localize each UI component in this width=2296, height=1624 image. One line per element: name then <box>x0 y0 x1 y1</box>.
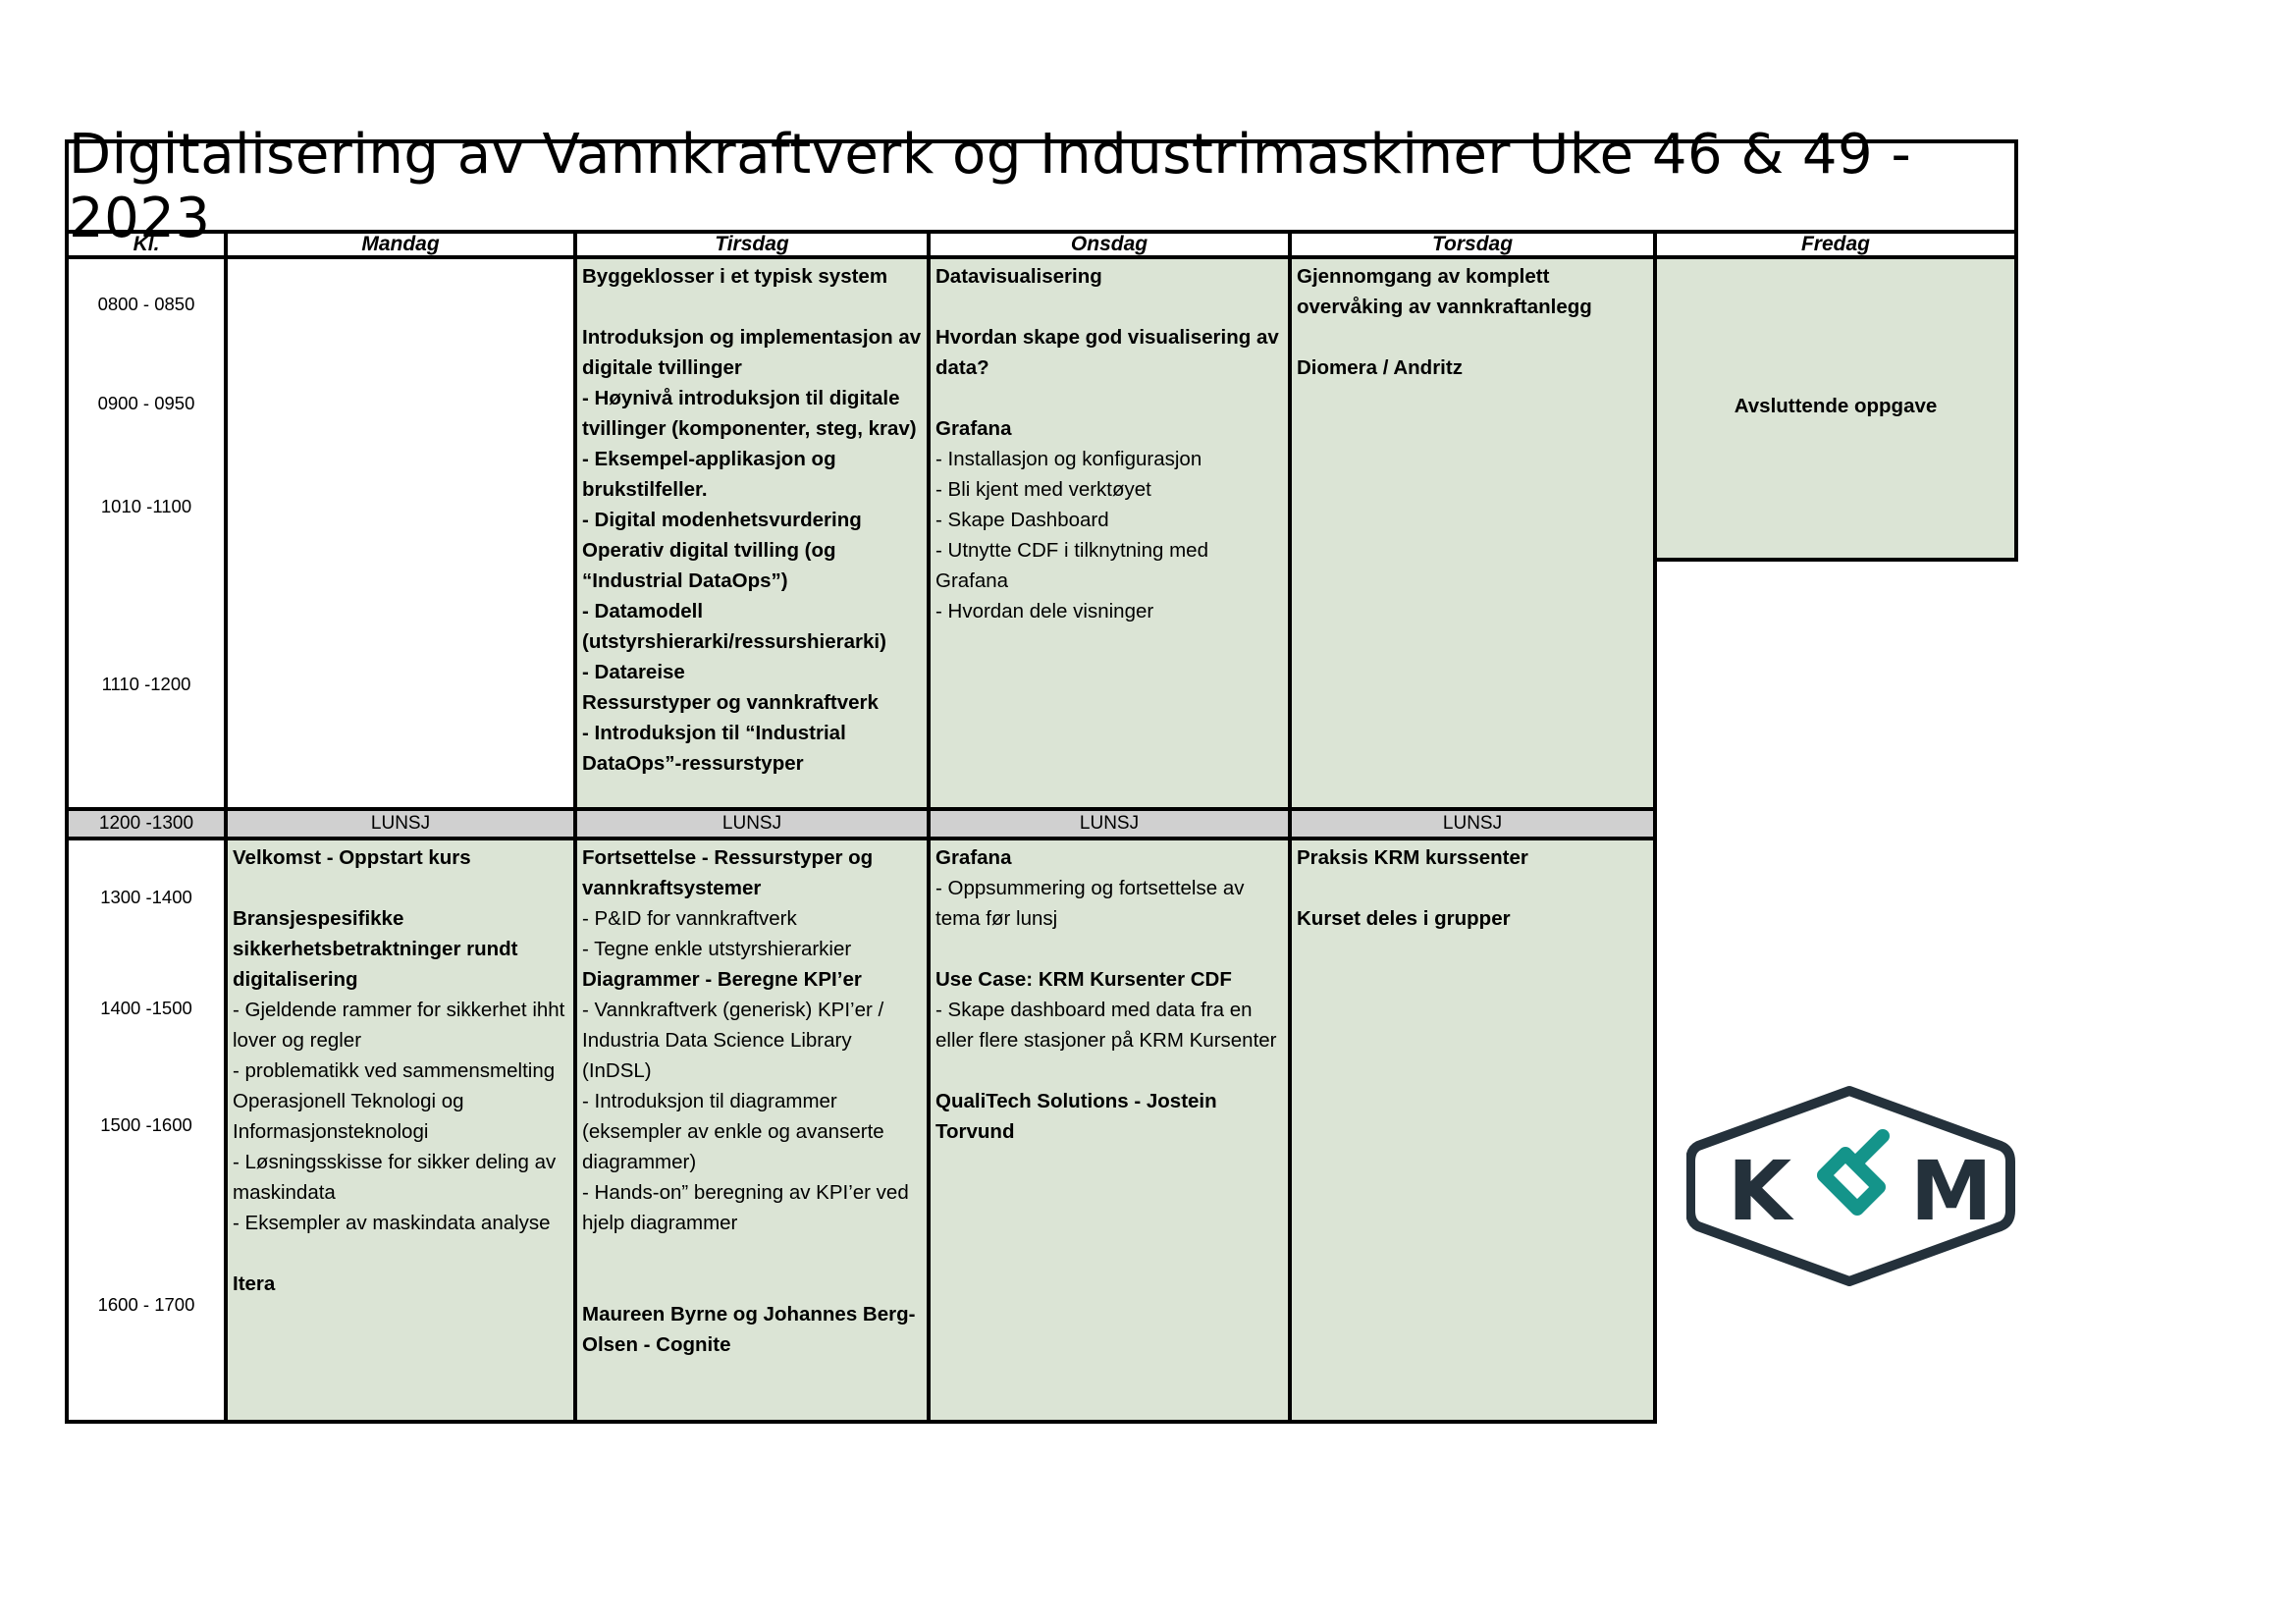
cell-line: Kurset deles i grupper <box>1297 907 1511 930</box>
time-slot: 1300 -1400 <box>100 887 192 907</box>
cell-line <box>935 383 1284 413</box>
cell-line: - Oppsummering og fortsettelse av tema f… <box>935 877 1245 930</box>
cell-line: - Eksempler av maskindata analyse <box>233 1212 551 1234</box>
cell-line: Hvordan skape god visualisering av data? <box>935 326 1279 379</box>
cell-line: - Skape dashboard med data fra en eller … <box>935 999 1277 1052</box>
cell-line: - Eksempel-applikasjon og brukstilfeller… <box>582 448 836 501</box>
cell-line <box>582 1238 923 1269</box>
cell-line: Byggeklosser i et typisk system <box>582 265 888 288</box>
tirsdag-afternoon-cell: Fortsettelse - Ressurstyper og vannkraft… <box>573 837 931 1424</box>
time-slot: 0800 - 0850 <box>97 294 195 314</box>
time-slot: 1600 - 1700 <box>97 1294 195 1315</box>
krm-logo-graphic: K M <box>1685 1086 2015 1286</box>
cell-line: - Gjeldende rammer for sikkerhet ihht lo… <box>233 999 565 1052</box>
cell-line: - Digital modenhetsvurdering <box>582 509 862 531</box>
cell-line <box>935 934 1284 964</box>
time-slot-lunch: 1200 -1300 <box>65 807 228 840</box>
cell-line <box>233 1238 569 1269</box>
fredag-cell: Avsluttende oppgave <box>1653 255 2018 562</box>
lunsj-torsdag: LUNSJ <box>1288 807 1657 840</box>
time-slot: 1010 -1100 <box>100 496 192 516</box>
cell-line: Use Case: KRM Kursenter CDF <box>935 968 1232 991</box>
cell-line <box>582 1269 923 1299</box>
cell-line: Bransjespesifikke sikkerhetsbetraktninge… <box>233 907 518 991</box>
cell-line: Itera <box>233 1272 276 1295</box>
lunsj-mandag: LUNSJ <box>224 807 577 840</box>
time-slot: 1500 -1600 <box>100 1114 192 1135</box>
time-slot: 1400 -1500 <box>100 998 192 1018</box>
cell-line: Ressurstyper og vannkraftverk <box>582 691 879 714</box>
cell-line: Fortsettelse - Ressurstyper og vannkraft… <box>582 846 874 899</box>
cell-line: - Bli kjent med verktøyet <box>935 478 1151 501</box>
time-slot: 0900 - 0950 <box>97 393 195 413</box>
logo-letter-k: K <box>1728 1143 1794 1239</box>
lunsj-onsdag: LUNSJ <box>927 807 1292 840</box>
krm-logo: K M <box>1685 1085 2016 1287</box>
cell-line: - Introduksjon til diagrammer (eksempler… <box>582 1090 884 1173</box>
mandag-morning-cell <box>224 255 577 811</box>
cell-line: Operativ digital tvilling (og “Industria… <box>582 539 836 592</box>
cell-line <box>935 292 1284 322</box>
cell-line <box>935 1056 1284 1086</box>
logo-letter-m: M <box>1910 1143 1993 1239</box>
cell-line: Datavisualisering <box>935 265 1102 288</box>
cell-line: Diomera / Andritz <box>1297 356 1463 379</box>
logo-mark <box>1817 1129 1890 1216</box>
cell-line: Introduksjon og implementasjon av digita… <box>582 326 922 379</box>
page-title: Digitalisering av Vannkraftverk og Indus… <box>65 123 2018 250</box>
cell-line: Grafana <box>935 846 1012 869</box>
cell-line: Grafana <box>935 417 1012 440</box>
cell-line: - Vannkraftverk (generisk) KPI’er / Indu… <box>582 999 884 1082</box>
cell-line: - Utnytte CDF i tilknytning med Grafana <box>935 539 1208 592</box>
cell-line <box>582 292 923 322</box>
cell-line: - Introduksjon til “Industrial DataOps”-… <box>582 722 846 775</box>
time-column-morning <box>65 255 228 811</box>
cell-line: - Hvordan dele visninger <box>935 600 1154 623</box>
cell-line: - Datamodell (utstyrshierarki/ressurshie… <box>582 600 886 653</box>
cell-line: - Tegne enkle utstyrshierarkier <box>582 938 852 960</box>
cell-line: Gjennomgang av komplett overvåking av va… <box>1297 265 1592 318</box>
lunsj-tirsdag: LUNSJ <box>573 807 931 840</box>
cell-line: Praksis KRM kurssenter <box>1297 846 1528 869</box>
time-slot: 1110 -1200 <box>101 674 191 694</box>
cell-line: - Høynivå introduksjon til digitale tvil… <box>582 387 917 440</box>
torsdag-morning-cell: Gjennomgang av komplett overvåking av va… <box>1288 255 1657 811</box>
cell-line: - Installasjon og konfigurasjon <box>935 448 1202 470</box>
cell-line <box>1297 873 1649 903</box>
cell-line: - Skape Dashboard <box>935 509 1109 531</box>
cell-line: Velkomst - Oppstart kurs <box>233 846 471 869</box>
cell-line: Maureen Byrne og Johannes Berg-Olsen - C… <box>582 1303 916 1356</box>
cell-line: - problematikk ved sammensmelting Operas… <box>233 1059 556 1143</box>
cell-line: - Løsningsskisse for sikker deling av ma… <box>233 1151 557 1204</box>
cell-line <box>1297 322 1649 352</box>
cell-line: - P&ID for vannkraftverk <box>582 907 797 930</box>
cell-line <box>233 873 569 903</box>
cell-line: - Datareise <box>582 661 685 683</box>
cell-line: QualiTech Solutions - Jostein Torvund <box>935 1090 1217 1143</box>
cell-line: Diagrammer - Beregne KPI’er <box>582 968 862 991</box>
cell-line: - Hands-on” beregning av KPI’er ved hjel… <box>582 1181 909 1234</box>
onsdag-afternoon-cell: Grafana - Oppsummering og fortsettelse av… <box>927 837 1292 1424</box>
